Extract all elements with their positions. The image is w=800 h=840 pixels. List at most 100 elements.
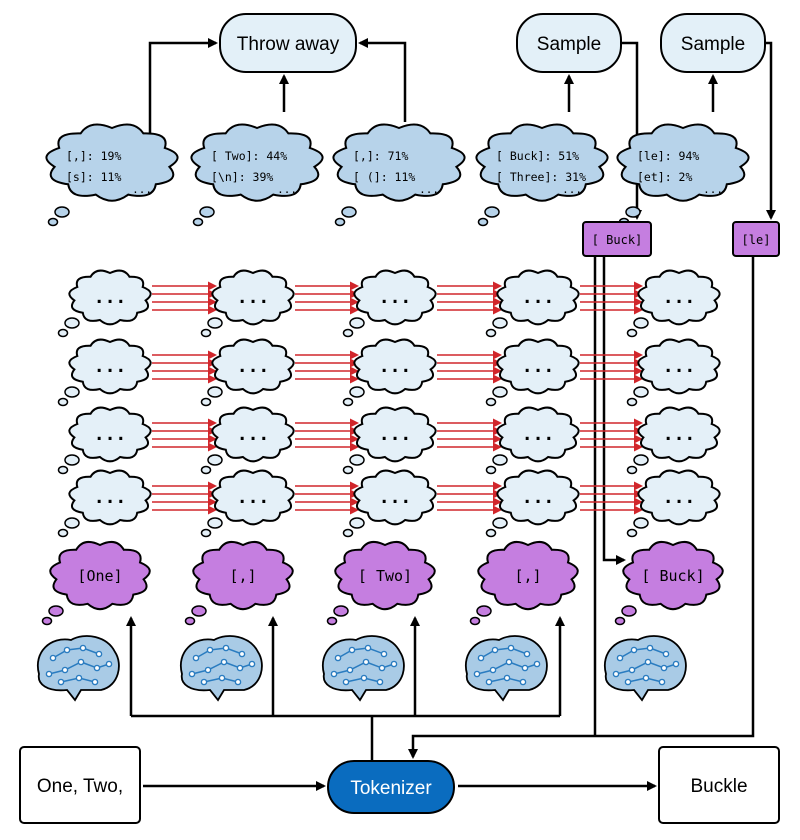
hidden-state-cloud-c5-l2: ... [637,338,721,395]
hidden-state-ellipsis: ... [522,287,555,308]
probability-line-1: [ Two]: 44% [211,149,287,163]
connector-lines [126,38,776,791]
hidden-state-ellipsis: ... [94,356,127,377]
throw-away-box: Throw away [219,13,357,73]
probability-line-1: [ Buck]: 51% [496,149,579,163]
probability-line-2: [ Three]: 31% [496,170,586,184]
token-label: [,] [229,567,256,585]
flow-arrow-sample-to-le [765,41,776,220]
tokenizer-box: Tokenizer [327,760,455,814]
thought-tail [200,454,223,475]
thought-tail [469,605,492,626]
thought-tail [626,454,649,475]
hidden-state-cloud-c4-l1: ... [496,269,580,326]
sampled-token-le: [le] [732,221,780,257]
probability-more: ... [703,183,723,196]
thought-tail [342,454,365,475]
hidden-state-ellipsis: ... [663,424,696,445]
hidden-state-cloud-c5-l3: ... [637,406,721,463]
thought-tail [200,317,223,338]
token-cloud-4: [,] [477,540,579,611]
thought-tail [47,206,70,227]
probability-cloud-2: [ Two]: 44% [\n]: 39%... [190,123,324,202]
token-cloud-5: [ Buck] [622,540,724,611]
thought-tail [57,386,80,407]
thought-tail [626,517,649,538]
hidden-state-ellipsis: ... [522,356,555,377]
probability-more: ... [132,183,152,196]
hidden-state-ellipsis: ... [237,356,270,377]
thought-tail [485,517,508,538]
svg-text:Throw away: Throw away [237,34,340,55]
probability-line-1: [,]: 19% [66,149,121,163]
thought-tail [626,317,649,338]
hidden-state-cloud-c2-l4: ... [211,469,295,526]
thought-tail [57,454,80,475]
brains [36,635,687,702]
token-label: [,] [514,567,541,585]
sample-box-2: Sample [660,13,766,73]
brain-icon [321,635,405,702]
thought-tail [200,386,223,407]
svg-text:Buckle: Buckle [690,776,747,797]
thought-tail [334,206,357,227]
svg-text:[le]: [le] [742,233,771,247]
hidden-state-ellipsis: ... [94,287,127,308]
hidden-state-cloud-c3-l4: ... [353,469,437,526]
brain-icon [179,635,263,702]
hidden-state-ellipsis: ... [663,356,696,377]
probability-more: ... [419,183,439,196]
thought-tail [192,206,215,227]
hidden-state-cloud-c1-l3: ... [68,406,152,463]
hidden-state-cloud-c5-l1: ... [637,269,721,326]
hidden-state-ellipsis: ... [237,287,270,308]
probability-more: ... [277,183,297,196]
thought-tail [485,317,508,338]
thought-tail [342,317,365,338]
svg-text:Sample: Sample [537,34,601,55]
sample-box-1: Sample [516,13,622,73]
token-label: [ Buck] [641,567,704,585]
svg-text:[ Buck]: [ Buck] [592,233,643,247]
hidden-state-cloud-c4-l4: ... [496,469,580,526]
hidden-state-cloud-c3-l2: ... [353,338,437,395]
flow-arrow-buck-to-token-cloud [602,256,626,565]
probability-line-2: [et]: 2% [637,170,692,184]
thought-tail [342,386,365,407]
token-cloud-2: [,] [192,540,294,611]
hidden-state-ellipsis: ... [379,287,412,308]
flow-arrow-sample-to-buck [621,41,642,220]
hidden-state-ellipsis: ... [237,424,270,445]
hidden-state-ellipsis: ... [379,487,412,508]
probability-line-2: [ (]: 11% [353,170,415,184]
probability-cloud-4: [ Buck]: 51% [ Three]: 31%... [475,123,609,202]
flow-arrow-cloud3-to-throw-away [358,38,407,122]
token-label: [One] [77,567,122,585]
hidden-state-ellipsis: ... [522,487,555,508]
probability-line-2: [\n]: 39% [211,170,273,184]
hidden-state-ellipsis: ... [94,424,127,445]
brain-icon [36,635,120,702]
thought-tail [184,605,207,626]
hidden-state-cloud-c2-l2: ... [211,338,295,395]
hidden-state-ellipsis: ... [94,487,127,508]
brain-icon [464,635,548,702]
flow-arrow-le-to-tokenizer [408,256,755,759]
flow-arrow-cloud1-to-throw-away [148,38,218,140]
svg-text:Tokenizer: Tokenizer [350,778,432,799]
probability-more: ... [562,183,582,196]
probability-cloud-5: [le]: 94% [et]: 2%... [616,123,750,202]
thought-tail [57,317,80,338]
thought-tail [477,206,500,227]
probability-line-1: [le]: 94% [637,149,699,163]
input-text-box: One, Two, [19,746,141,824]
hidden-state-ellipsis: ... [237,487,270,508]
hidden-state-ellipsis: ... [663,287,696,308]
output-text-box: Buckle [658,746,780,824]
sampled-token-buck: [ Buck] [582,221,652,257]
thought-tail [614,605,637,626]
svg-text:One, Two,: One, Two, [37,776,123,797]
thought-tail [326,605,349,626]
clouds: [,]: 19%[s]: 11%...[ Two]: 44%[\n]: 39%.… [41,123,750,626]
